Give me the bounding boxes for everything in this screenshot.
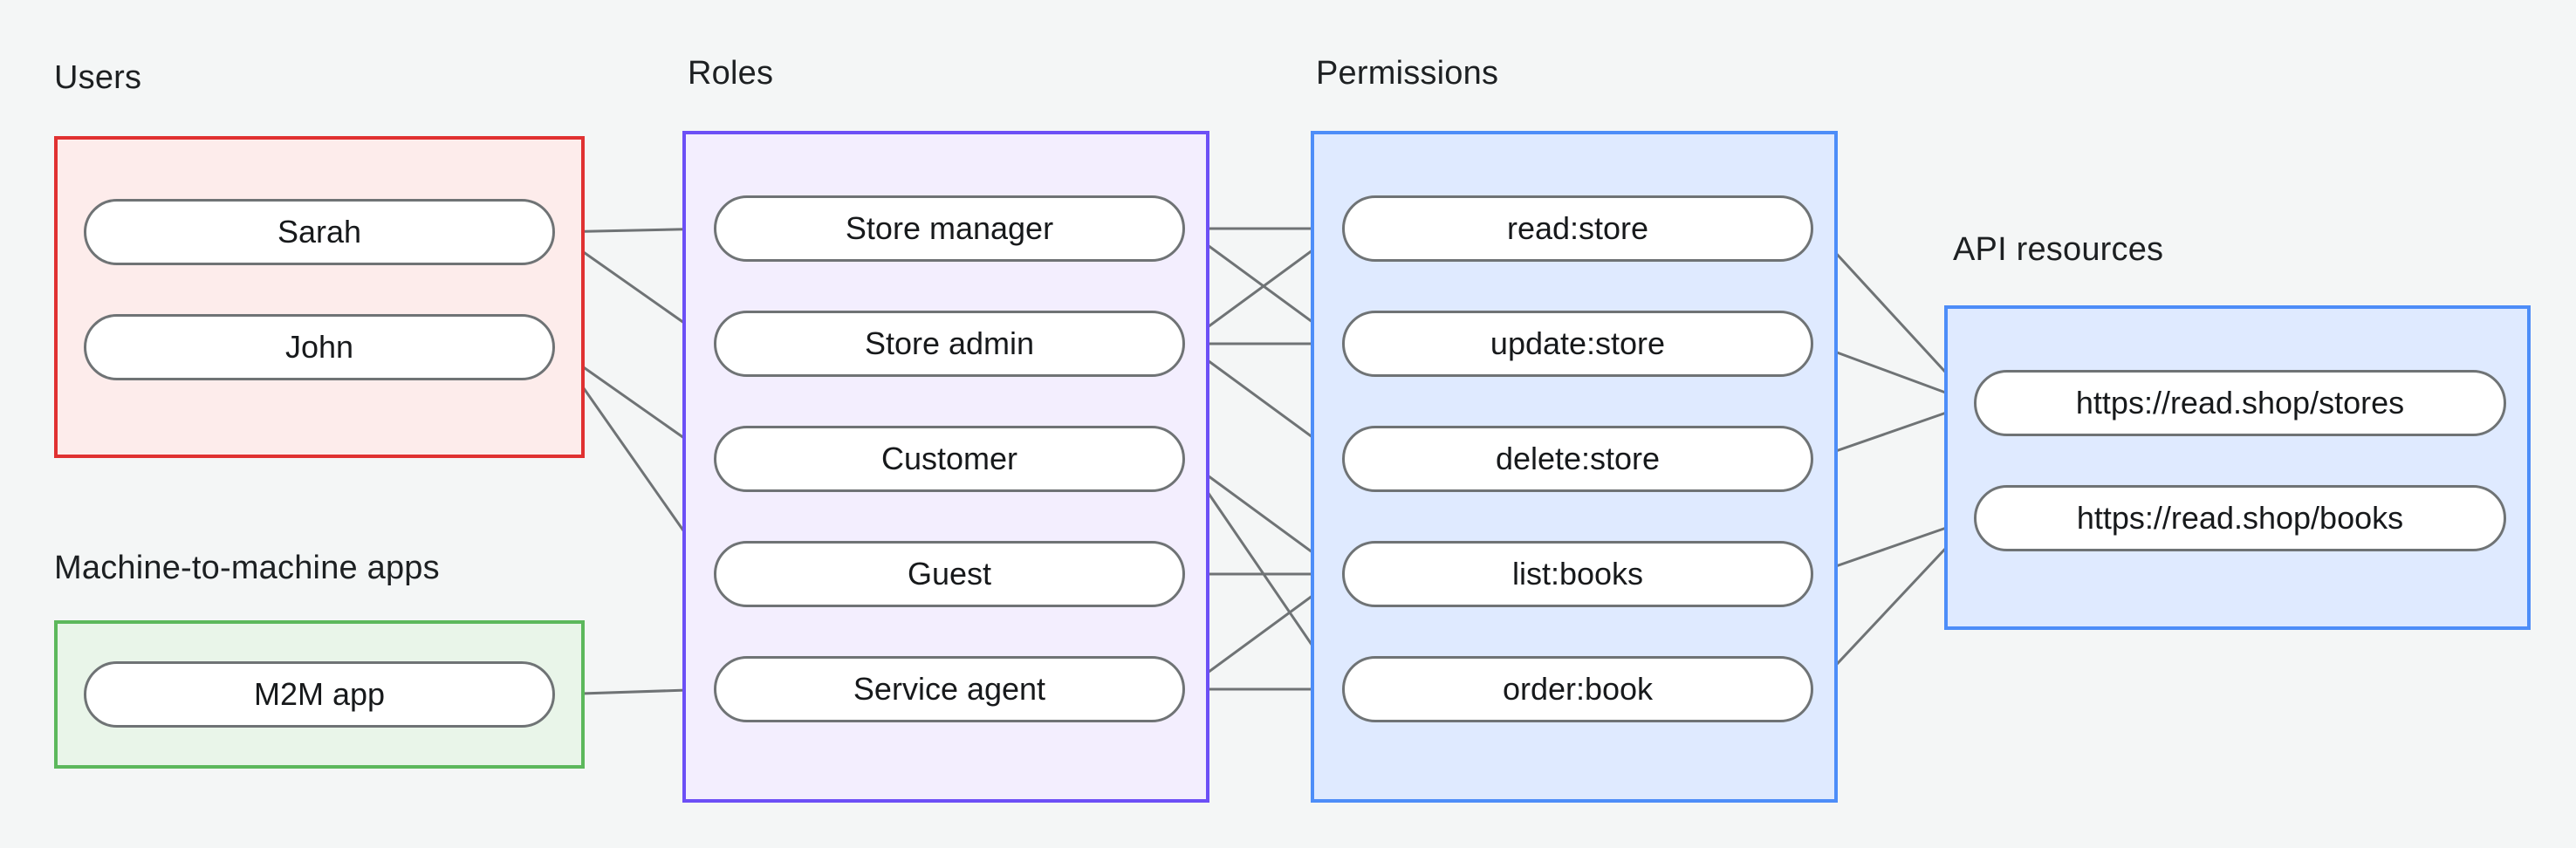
node-label: https://read.shop/stores — [2075, 385, 2405, 421]
node-label: update:store — [1490, 325, 1666, 361]
node-label: Customer — [880, 441, 1018, 476]
node-label: https://read.shop/books — [2076, 500, 2404, 536]
node-delete-store[interactable]: delete:store — [1342, 426, 1813, 492]
group-title-users: Users — [54, 59, 142, 96]
node-label: John — [284, 329, 354, 365]
node-read-store[interactable]: read:store — [1342, 195, 1813, 262]
node-res-books[interactable]: https://read.shop/books — [1974, 485, 2506, 551]
node-order-book[interactable]: order:book — [1342, 656, 1813, 722]
group-title-api-resources: API resources — [1953, 231, 2164, 268]
node-store-manager[interactable]: Store manager — [714, 195, 1185, 262]
group-title-permissions: Permissions — [1316, 55, 1499, 92]
node-label: Service agent — [853, 671, 1046, 707]
node-label: order:book — [1502, 671, 1654, 707]
node-label: Store manager — [845, 210, 1054, 246]
node-customer[interactable]: Customer — [714, 426, 1185, 492]
node-label: Sarah — [277, 214, 362, 250]
node-sarah[interactable]: Sarah — [84, 199, 555, 265]
node-guest[interactable]: Guest — [714, 541, 1185, 607]
node-label: Store admin — [864, 325, 1035, 361]
group-title-machine-to-machine-apps: Machine-to-machine apps — [54, 550, 440, 586]
group-title-roles: Roles — [688, 55, 774, 92]
node-list-books[interactable]: list:books — [1342, 541, 1813, 607]
node-store-admin[interactable]: Store admin — [714, 311, 1185, 377]
node-label: M2M app — [253, 676, 386, 712]
node-john[interactable]: John — [84, 314, 555, 380]
group-api-resources — [1944, 305, 2531, 630]
node-label: Guest — [907, 556, 992, 592]
node-m2m-app[interactable]: M2M app — [84, 661, 555, 728]
node-label: read:store — [1506, 210, 1649, 246]
node-res-stores[interactable]: https://read.shop/stores — [1974, 370, 2506, 436]
node-label: delete:store — [1495, 441, 1661, 476]
node-label: list:books — [1511, 556, 1644, 592]
node-service-agent[interactable]: Service agent — [714, 656, 1185, 722]
node-update-store[interactable]: update:store — [1342, 311, 1813, 377]
group-users — [54, 136, 585, 458]
